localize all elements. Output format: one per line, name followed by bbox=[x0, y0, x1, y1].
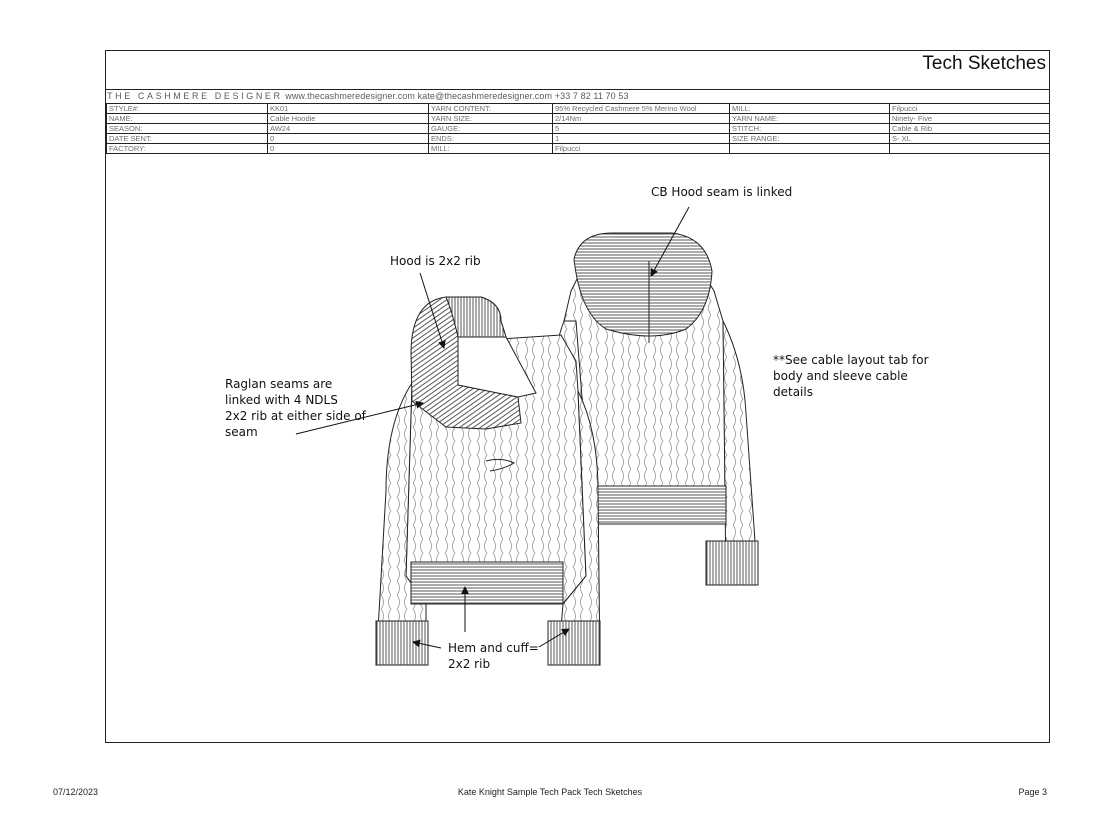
spec-label: STYLE#: bbox=[106, 103, 268, 114]
spec-value: Filpucci bbox=[889, 103, 1050, 114]
spec-label bbox=[729, 143, 890, 154]
title-divider bbox=[106, 89, 1049, 90]
spec-label: YARN SIZE: bbox=[428, 113, 553, 124]
spec-value: Cable Hoodie bbox=[267, 113, 429, 124]
spec-value: Cable & Rib bbox=[889, 123, 1050, 134]
arrow-raglan bbox=[295, 400, 424, 435]
front-right-cuff bbox=[547, 620, 601, 666]
spec-value: Filpucci bbox=[552, 143, 730, 154]
arrow-left-cuff bbox=[412, 639, 442, 649]
brand-name: THE CASHMERE DESIGNER bbox=[107, 91, 283, 101]
sketch-area: CB Hood seam is linked Hood is 2x2 rib R… bbox=[106, 161, 1049, 741]
brand-phone: +33 7 82 11 70 53 bbox=[554, 91, 629, 101]
spec-label: ENDS: bbox=[428, 133, 553, 144]
spec-value: Ninety- Five bbox=[889, 113, 1050, 124]
arrow-right-cuff bbox=[538, 628, 570, 648]
spec-value: S- XL bbox=[889, 133, 1050, 144]
spec-label: SEASON: bbox=[106, 123, 268, 134]
front-left-cuff bbox=[375, 620, 429, 666]
footer-page-number: Page 3 bbox=[1018, 787, 1047, 797]
spec-label: FACTORY: bbox=[106, 143, 268, 154]
spec-value: 1 bbox=[552, 133, 730, 144]
spec-label: NAME: bbox=[106, 113, 268, 124]
back-right-sleeve bbox=[722, 320, 759, 585]
spec-value: 95% Recycled Cashmere 5% Merino Wool bbox=[552, 103, 730, 114]
annotation-cable-note: **See cable layout tab for body and slee… bbox=[773, 353, 932, 399]
arrow-hood-rib bbox=[419, 272, 446, 349]
hood-top-rib bbox=[445, 296, 507, 338]
page-frame: Tech Sketches THE CASHMERE DESIGNER www.… bbox=[105, 50, 1050, 743]
spec-label: STITCH: bbox=[729, 123, 890, 134]
front-view-sketch bbox=[375, 296, 601, 666]
spec-label: MILL: bbox=[729, 103, 890, 114]
footer-date: 07/12/2023 bbox=[53, 787, 99, 797]
brand-email: kate@thecashmeredesigner.com bbox=[417, 91, 553, 101]
spec-value: 0 bbox=[267, 143, 429, 154]
spec-value: 5 bbox=[552, 123, 730, 134]
spec-value bbox=[889, 143, 1050, 154]
spec-value: KK01 bbox=[267, 103, 429, 114]
spec-value: 0 bbox=[267, 133, 429, 144]
page-title: Tech Sketches bbox=[922, 53, 1046, 74]
spec-value: AW24 bbox=[267, 123, 429, 134]
arrow-cb-hood bbox=[650, 206, 690, 277]
hood-drawstring bbox=[485, 458, 516, 472]
brand-line: THE CASHMERE DESIGNER www.thecashmeredes… bbox=[107, 91, 629, 101]
annotation-cb-hood: CB Hood seam is linked bbox=[651, 185, 792, 199]
annotation-hood-rib: Hood is 2x2 rib bbox=[390, 254, 481, 268]
footer-document-title: Kate Knight Sample Tech Pack Tech Sketch… bbox=[457, 787, 643, 797]
spec-label: YARN CONTENT: bbox=[428, 103, 553, 114]
spec-value: 2/14Nm bbox=[552, 113, 730, 124]
spec-label: YARN NAME: bbox=[729, 113, 890, 124]
spec-label: DATE SENT: bbox=[106, 133, 268, 144]
spec-label: SIZE RANGE: bbox=[729, 133, 890, 144]
brand-website: www.thecashmeredesigner.com bbox=[285, 91, 415, 101]
hoodie-flat-sketches: CB Hood seam is linked Hood is 2x2 rib R… bbox=[225, 185, 932, 671]
spec-label: GAUGE: bbox=[428, 123, 553, 134]
back-hood bbox=[573, 232, 713, 337]
back-hem bbox=[585, 485, 727, 525]
spec-label: MILL: bbox=[428, 143, 553, 154]
annotation-hem-cuff: Hem and cuff= 2x2 rib bbox=[448, 641, 543, 671]
annotation-raglan: Raglan seams are linked with 4 NDLS 2x2 … bbox=[225, 377, 370, 439]
back-view-sketch bbox=[551, 232, 759, 586]
back-left-cuff bbox=[705, 540, 759, 586]
front-hem bbox=[410, 561, 564, 605]
